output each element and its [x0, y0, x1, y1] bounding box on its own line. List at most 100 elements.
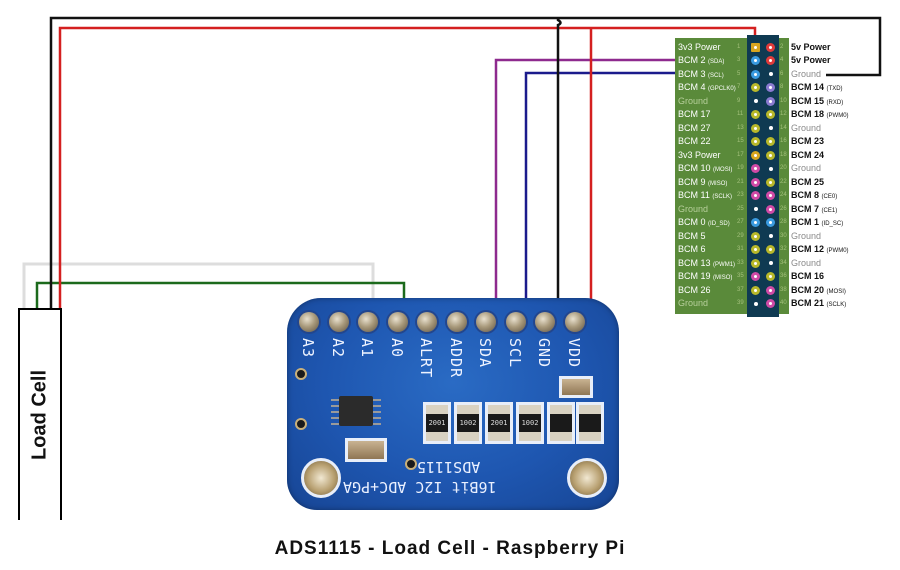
pi-pin-24-dot [766, 191, 775, 201]
pi-pin-number: 9 [737, 97, 741, 104]
ads-pin-label: ALRT [417, 338, 435, 379]
pi-pin-17-dot [751, 150, 760, 160]
chip-leg [373, 405, 381, 407]
pi-pin-function: (CE0) [821, 194, 838, 200]
pi-pin-name: 3v3 Power [678, 149, 721, 160]
ads-pin-a2 [328, 312, 349, 332]
pi-pin-name: BCM 6 [678, 244, 706, 254]
pi-pin-28-dot [766, 218, 775, 228]
pi-pin-label: BCM 23 [791, 135, 824, 149]
ads-pin-label: A2 [328, 338, 347, 359]
pi-pin-label: BCM 20 (MOSI) [791, 284, 846, 298]
pi-pin-name: BCM 8 [791, 190, 820, 200]
pi-pin-10-dot [766, 96, 775, 106]
pi-pin-name: BCM 3 [678, 68, 706, 79]
pi-pin-name: BCM 23 [791, 136, 825, 146]
wire-purple-sda [494, 58, 675, 312]
pi-pin-name: BCM 25 [791, 176, 825, 187]
pi-pin-number: 16 [780, 138, 787, 144]
ads-pin-vdd [564, 312, 585, 332]
pi-pin-label: BCM 1 (ID_SC) [791, 216, 843, 230]
pi-pin-label: Ground [791, 122, 821, 136]
pi-pin-number: 35 [737, 273, 744, 279]
pi-pin-label: Ground [678, 95, 708, 109]
pi-pin-name: BCM 24 [791, 149, 825, 160]
ads-pin-label: A0 [387, 338, 406, 359]
pi-pin-40-dot [766, 299, 775, 309]
pi-pin-4-dot [766, 56, 775, 66]
chip-leg [373, 417, 381, 419]
pi-pin-function: (PWM1) [713, 261, 736, 268]
pi-pin-26-dot [766, 204, 775, 214]
load-cell: Load Cell [18, 308, 62, 520]
board-desc-silkscreen: 16Bit I2C ADC+PGA [343, 478, 497, 496]
chip-leg [373, 411, 381, 413]
pi-pin-11-dot [751, 110, 760, 120]
pi-pin-name: BCM 22 [678, 136, 711, 146]
pi-pin-function: (SCLK) [712, 194, 733, 200]
via [295, 368, 307, 380]
pi-pin-15-dot [751, 137, 760, 147]
wire-crossover-jump [556, 18, 562, 32]
pi-pin-label: BCM 16 [791, 270, 824, 284]
resistor [547, 402, 575, 444]
pi-pin-label: BCM 27 [678, 122, 711, 136]
pi-pin-name: BCM 19 [678, 271, 711, 281]
pi-pin-label: 3v3 Power [678, 149, 721, 163]
pi-pin-number: 6 [780, 70, 784, 77]
pi-pin-number: 30 [780, 232, 787, 239]
pi-pin-name: BCM 9 [678, 176, 706, 187]
pi-pin-19-dot [751, 164, 760, 174]
pi-pin-13-dot [751, 123, 760, 133]
chip-leg [331, 417, 339, 419]
pi-pin-label: Ground [678, 203, 708, 217]
pi-pin-label: BCM 0 (ID_SD) [678, 216, 730, 230]
pi-pin-function: (RXD) [826, 99, 844, 106]
board-name-silkscreen: ADS1115 [417, 458, 481, 476]
pi-pin-number: 7 [737, 84, 741, 90]
via [295, 418, 307, 430]
pi-pin-name: BCM 4 [678, 82, 706, 92]
ads-pin-label: GND [535, 338, 553, 369]
pi-pin-20-dot [768, 166, 773, 171]
pi-pin-name: BCM 20 [791, 284, 825, 295]
resistor: 1002 [516, 402, 544, 444]
wire-white-loadcell-a1 [22, 262, 375, 312]
resistor [576, 402, 604, 444]
ads-pin-label: A1 [358, 338, 376, 359]
pi-pin-22-dot [766, 177, 775, 187]
pi-pin-number: 33 [737, 259, 744, 266]
pi-pin-name: Ground [678, 95, 709, 106]
pi-pin-number: 19 [737, 165, 744, 171]
pi-pin-function: (MISO) [708, 180, 728, 187]
resistor-body [550, 414, 572, 432]
capacitor [559, 376, 593, 398]
pi-pin-name: BCM 15 [791, 95, 825, 106]
pi-pin-label: 3v3 Power [678, 41, 721, 55]
pi-pin-37-dot [751, 285, 760, 295]
pi-pin-label: BCM 4 (GPCLK0) [678, 81, 736, 95]
pi-pin-name: Ground [791, 163, 822, 173]
pi-pin-32-dot [766, 245, 775, 255]
wire-blue-scl [524, 71, 675, 312]
pi-pin-name: BCM 12 [791, 244, 825, 254]
pi-pin-label: BCM 3 (SCL) [678, 68, 724, 82]
pi-pin-name: BCM 0 [678, 217, 706, 227]
pi-pin-9-dot [753, 99, 758, 104]
resistor: 2001 [485, 402, 513, 444]
chip-leg [331, 405, 339, 407]
pi-pin-name: Ground [791, 122, 822, 133]
pi-pin-function: (SCLK) [826, 302, 847, 308]
diagram-caption: ADS1115 - Load Cell - Raspberry Pi [274, 538, 626, 559]
pi-pin-name: BCM 11 [678, 190, 710, 200]
chip-leg [373, 399, 381, 401]
pi-pin-number: 26 [780, 205, 787, 212]
pi-pin-name: BCM 13 [678, 257, 711, 268]
ads-pin-a0 [387, 312, 408, 332]
pi-pin-label: BCM 17 [678, 108, 711, 122]
wire-red-loadcell-3v3 [58, 26, 757, 308]
ads-pin-label: VDD [564, 338, 583, 369]
resistor-code: 1002 [457, 414, 479, 432]
pi-pin-number: 24 [780, 192, 787, 198]
chip-leg [373, 423, 381, 425]
